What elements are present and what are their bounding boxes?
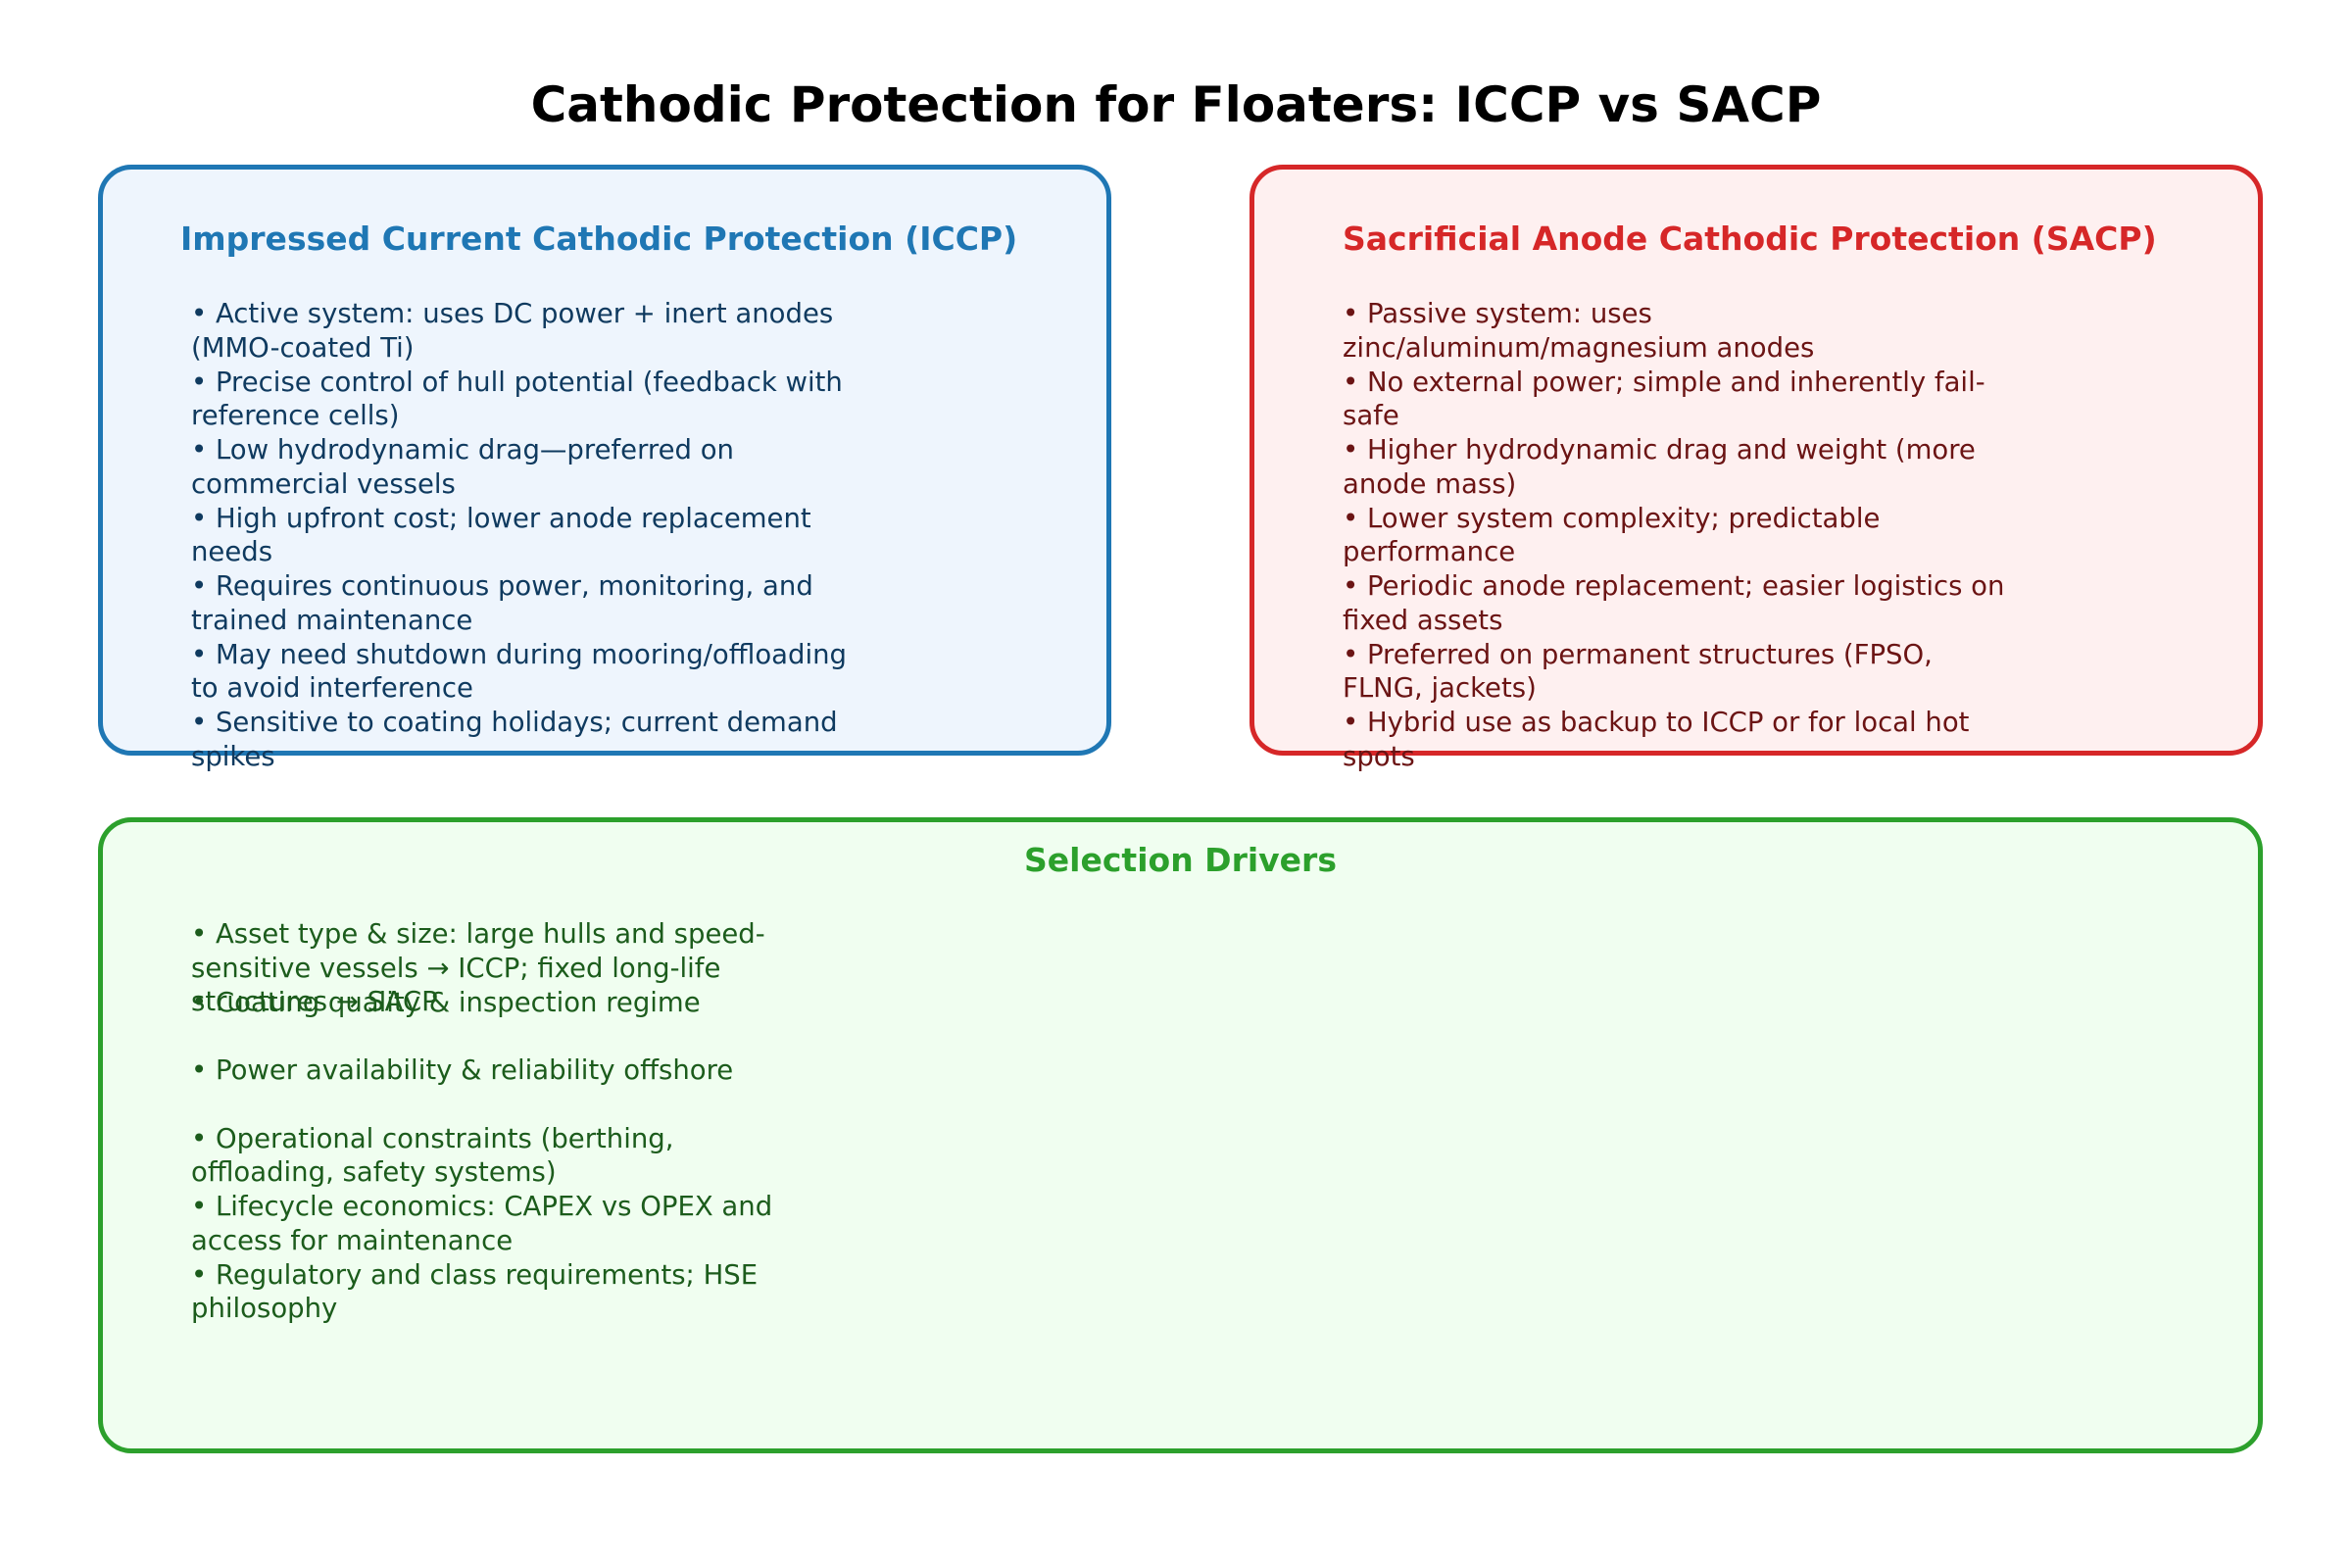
drivers-bullet-2: • Coating quality & inspection regime	[191, 986, 701, 1018]
sacp-bullet-7: • Hybrid use as backup to ICCP or for lo…	[1343, 707, 1970, 772]
list-item: • Active system: uses DC power + inert a…	[191, 297, 858, 366]
page-title: Cathodic Protection for Floaters: ICCP v…	[530, 76, 1822, 133]
list-item: • Requires continuous power, monitoring,…	[191, 569, 858, 638]
iccp-heading: Impressed Current Cathodic Protection (I…	[180, 220, 1018, 258]
list-item: • Lower system complexity; predictable p…	[1343, 502, 2009, 570]
list-item: • Regulatory and class requirements; HSE…	[191, 1258, 818, 1327]
drivers-panel	[98, 817, 2263, 1453]
sacp-heading: Sacrificial Anode Cathodic Protection (S…	[1343, 220, 2157, 258]
drivers-bullet-5: • Lifecycle economics: CAPEX vs OPEX and…	[191, 1191, 773, 1256]
list-item: • Sensitive to coating holidays; current…	[191, 706, 858, 774]
iccp-bullet-1: • Active system: uses DC power + inert a…	[191, 298, 834, 364]
list-item: • Preferred on permanent structures (FPS…	[1343, 638, 2009, 707]
iccp-bullet-6: • May need shutdown during mooring/offlo…	[191, 638, 847, 705]
sacp-bullet-3: • Higher hydrodynamic drag and weight (m…	[1343, 434, 1976, 500]
sacp-bullet-4: • Lower system complexity; predictable p…	[1343, 502, 1881, 568]
list-item: • Low hydrodynamic drag—preferred on com…	[191, 433, 858, 502]
iccp-bullet-2: • Precise control of hull potential (fee…	[191, 366, 843, 432]
drivers-heading: Selection Drivers	[1024, 841, 1337, 879]
list-item: • Power availability & reliability offsh…	[191, 1054, 818, 1122]
sacp-bullet-list: • Passive system: uses zinc/aluminum/mag…	[1343, 297, 2009, 774]
iccp-bullet-list: • Active system: uses DC power + inert a…	[191, 297, 858, 774]
iccp-bullet-4: • High upfront cost; lower anode replace…	[191, 502, 811, 568]
iccp-bullet-3: • Low hydrodynamic drag—preferred on com…	[191, 434, 734, 500]
sacp-bullet-2: • No external power; simple and inherent…	[1343, 366, 1985, 432]
list-item: • Passive system: uses zinc/aluminum/mag…	[1343, 297, 2009, 366]
list-item: • Coating quality & inspection regime	[191, 986, 818, 1054]
list-item: • Higher hydrodynamic drag and weight (m…	[1343, 433, 2009, 502]
list-item: • Precise control of hull potential (fee…	[191, 366, 858, 434]
list-item: • Operational constraints (berthing, off…	[191, 1122, 818, 1191]
list-item: • Hybrid use as backup to ICCP or for lo…	[1343, 706, 2009, 774]
drivers-bullet-1: • Asset type & size: large hulls and spe…	[191, 918, 765, 1017]
iccp-bullet-5: • Requires continuous power, monitoring,…	[191, 570, 813, 636]
list-item: • High upfront cost; lower anode replace…	[191, 502, 858, 570]
list-item: • Periodic anode replacement; easier log…	[1343, 569, 2009, 638]
sacp-panel	[1250, 165, 2263, 756]
drivers-bullet-list: • Asset type & size: large hulls and spe…	[191, 917, 818, 1326]
sacp-bullet-6: • Preferred on permanent structures (FPS…	[1343, 638, 1933, 705]
sacp-bullet-1: • Passive system: uses zinc/aluminum/mag…	[1343, 298, 1815, 364]
list-item: • May need shutdown during mooring/offlo…	[191, 638, 858, 707]
iccp-panel	[98, 165, 1111, 756]
iccp-bullet-7: • Sensitive to coating holidays; current…	[191, 707, 838, 772]
sacp-bullet-5: • Periodic anode replacement; easier log…	[1343, 570, 2005, 636]
list-item: • Asset type & size: large hulls and spe…	[191, 917, 818, 1017]
list-item: • Lifecycle economics: CAPEX vs OPEX and…	[191, 1190, 818, 1258]
drivers-bullet-6: • Regulatory and class requirements; HSE…	[191, 1258, 759, 1325]
drivers-bullet-3: • Power availability & reliability offsh…	[191, 1054, 734, 1086]
drivers-bullet-4: • Operational constraints (berthing, off…	[191, 1122, 674, 1189]
list-item: • No external power; simple and inherent…	[1343, 366, 2009, 434]
